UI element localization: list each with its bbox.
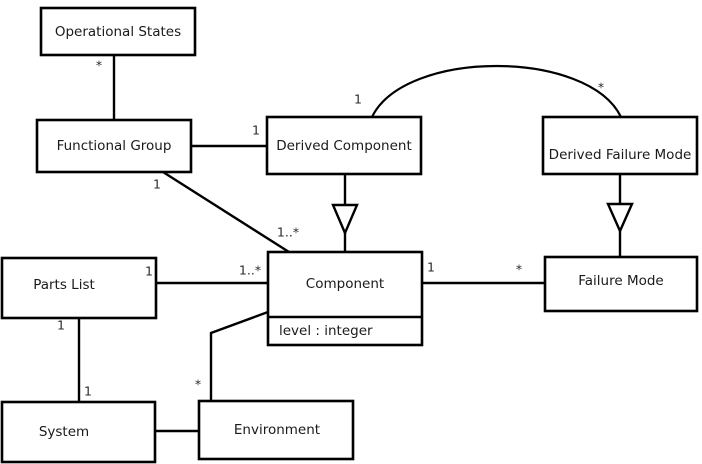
class-box-rect-derived-component[interactable]	[265, 115, 423, 176]
association-functional-group-to-component[interactable]	[162, 170, 290, 254]
association-layer	[77, 55, 622, 433]
multiplicity-label-component-right: 1	[427, 260, 435, 275]
class-name-system: System	[39, 424, 89, 440]
multiplicity-layer: * 1 1 1 * 1..* 1..* 1 1 * 1 1 *	[57, 58, 604, 399]
multiplicity-label-functional-group-derived-component: 1	[252, 123, 260, 138]
association-derived-component-to-derived-failure-mode[interactable]	[371, 65, 622, 118]
class-box-rect-functional-group[interactable]	[35, 118, 193, 174]
class-name-component: Component	[306, 276, 384, 292]
class-box-derived-failure-mode[interactable]: Derived Failure Mode	[541, 115, 699, 176]
multiplicity-label-environment-top: *	[195, 377, 201, 392]
class-name-derived-failure-mode: Derived Failure Mode	[549, 147, 692, 163]
class-box-derived-component[interactable]: Derived Component	[265, 115, 423, 176]
class-box-rect-derived-failure-mode[interactable]	[541, 115, 699, 176]
class-name-functional-group: Functional Group	[57, 138, 172, 154]
generalization-triangle-icon-component	[331, 203, 359, 237]
class-box-system[interactable]: System	[0, 400, 157, 464]
class-name-failure-mode: Failure Mode	[578, 273, 664, 289]
multiplicity-label-failure-mode-left: *	[516, 262, 522, 277]
generalization-arrowhead-layer	[331, 202, 634, 237]
class-box-rect-system[interactable]	[0, 400, 157, 464]
multiplicity-label-parts-list-right: 1	[145, 264, 153, 279]
class-box-rect-parts-list[interactable]	[0, 256, 158, 320]
class-box-rect-failure-mode[interactable]	[543, 255, 699, 313]
class-attribute-component-level: level : integer	[279, 323, 373, 339]
class-box-operational-states[interactable]: Operational States	[39, 6, 197, 57]
multiplicity-label-derived-component-curve: 1	[354, 92, 362, 107]
class-name-environment: Environment	[234, 422, 320, 438]
class-name-operational-states: Operational States	[55, 24, 181, 40]
multiplicity-label-functional-group-component: 1	[153, 177, 161, 192]
class-box-parts-list[interactable]: Parts List	[0, 256, 158, 320]
class-box-environment[interactable]: Environment	[197, 399, 355, 461]
multiplicity-label-component-from-parts-list: 1..*	[239, 263, 261, 278]
multiplicity-label-derived-failure-mode-curve: *	[598, 80, 604, 95]
class-box-functional-group[interactable]: Functional Group	[35, 118, 193, 174]
multiplicity-label-system-top: 1	[84, 384, 92, 399]
multiplicity-label-component-from-functional-group: 1..*	[277, 225, 299, 240]
class-box-rect-operational-states[interactable]	[39, 6, 197, 57]
class-name-derived-component: Derived Component	[276, 138, 412, 154]
class-name-parts-list: Parts List	[33, 277, 95, 293]
association-component-to-environment[interactable]	[209, 310, 269, 401]
class-box-failure-mode[interactable]: Failure Mode	[543, 255, 699, 313]
class-box-rect-environment[interactable]	[197, 399, 355, 461]
multiplicity-label-parts-list-bottom: 1	[57, 318, 65, 333]
class-box-component[interactable]: Component level : integer	[266, 250, 424, 347]
class-box-rect-component[interactable]	[266, 250, 424, 347]
generalization-triangle-icon-failure-mode	[606, 202, 634, 234]
multiplicity-label-operational-states: *	[96, 58, 102, 73]
